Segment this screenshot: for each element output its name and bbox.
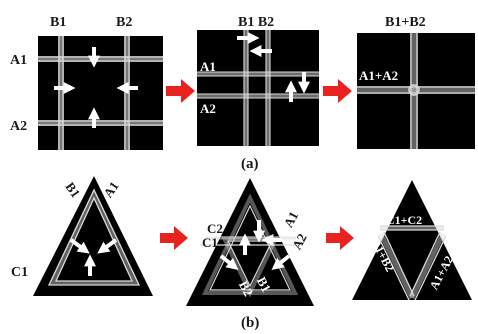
panel-b-right-beams (377, 225, 447, 301)
label-b1: B1 (254, 274, 274, 294)
label-a1: A1 (281, 209, 302, 230)
label-a1: A1 (100, 179, 121, 201)
panel-a-left-beams (38, 36, 163, 150)
label-b1-b2: B1 B2 (238, 15, 274, 30)
transition-arrow-icon (160, 226, 188, 250)
transition-arrow-icon (166, 79, 195, 103)
label-a1-plus-a2: A1+A2 (359, 68, 398, 83)
panel-a-right: B1+B2 A1+A2 (357, 15, 475, 149)
label-c2: C2 (207, 221, 223, 236)
label-b2: B2 (116, 15, 132, 30)
label-c1: C1 (11, 265, 28, 280)
panel-a-left-background (38, 36, 163, 150)
label-a2: A2 (10, 119, 27, 134)
panel-a-right-background (357, 33, 475, 149)
panel-a-middle-inner-arrows (237, 32, 310, 102)
label-c1-plus-c2: C1+C2 (386, 213, 422, 227)
label-a1: A1 (10, 53, 27, 68)
arrow-down-left-icon (271, 254, 291, 270)
panel-a-right-beams (357, 33, 475, 149)
panel-b-right: C1+C2 B1+B2 A1+A2 (352, 180, 472, 301)
label-a2: A2 (200, 101, 216, 116)
label-b1: B1 (50, 15, 66, 30)
arrow-down-right-icon (69, 238, 90, 254)
transition-arrow-icon (326, 226, 354, 250)
transition-arrow-icon (323, 79, 352, 103)
label-c1: C1 (202, 235, 218, 250)
panel-a-left-inner-arrows (54, 47, 138, 128)
panel-b-left-beams (47, 188, 141, 286)
panel-b-right-background (352, 180, 472, 300)
label-b1-plus-b2: B1+B2 (385, 15, 426, 30)
panel-b-left: B1 A1 C1 (11, 176, 153, 296)
panel-a-left: B1 B2 A1 A2 (10, 15, 163, 150)
panel-b-left-inner-arrows (69, 238, 118, 276)
panel-b-middle: C2 C1 A1 A2 B2 B1 (186, 178, 314, 306)
panel-a-middle-background (197, 30, 319, 146)
caption-b: (b) (241, 315, 259, 331)
label-b2: B2 (236, 278, 256, 298)
arrow-down-left-icon (97, 238, 118, 254)
arrow-down-right-icon (219, 254, 239, 270)
caption-a: (a) (241, 156, 259, 172)
label-a2: A2 (289, 231, 310, 252)
panel-b-middle-inner-arrows (219, 220, 291, 270)
panel-a-middle: B1 B2 A1 A2 (197, 15, 319, 146)
label-b1: B1 (62, 179, 83, 200)
label-a1: A1 (200, 59, 216, 74)
